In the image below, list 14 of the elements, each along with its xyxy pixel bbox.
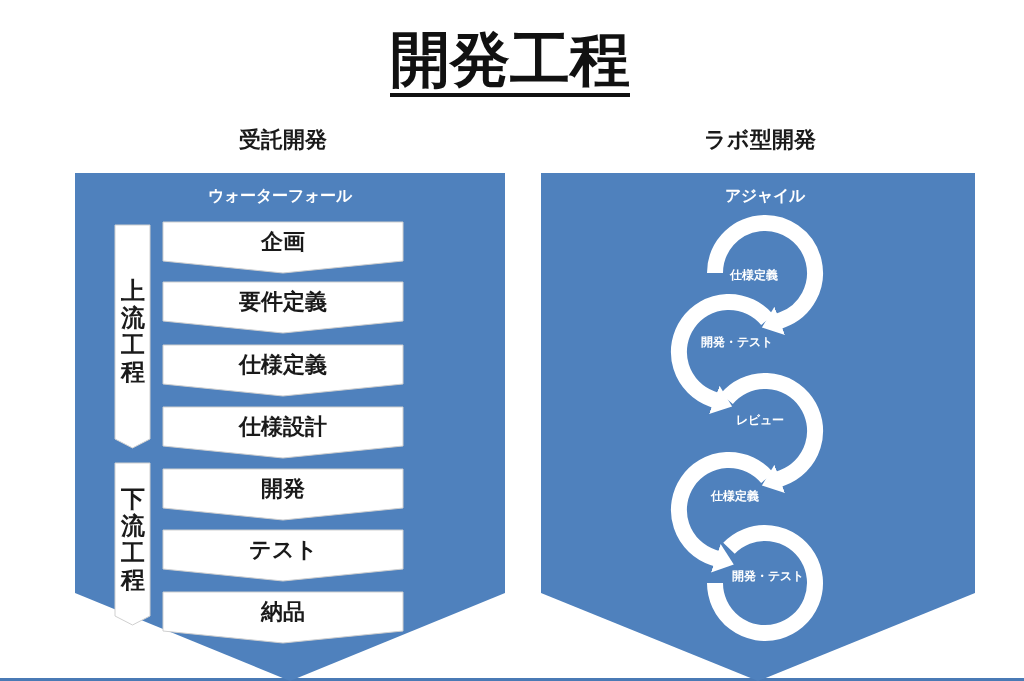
column-heading: ラボ型開発 — [704, 127, 816, 153]
curved-arrow — [671, 451, 774, 573]
cycle-label: 仕様定義 — [711, 488, 759, 504]
curved-arrow — [671, 293, 774, 414]
column-heading: 受託開発 — [239, 127, 327, 153]
title: 開発工程 — [390, 28, 630, 97]
curved-arrow — [720, 372, 823, 493]
cycle-label: 開発・テスト — [732, 568, 804, 584]
cycle-label: 仕様定義 — [730, 267, 778, 283]
panel-title: アジャイル — [725, 186, 805, 206]
panel-title: ウォーターフォール — [208, 186, 352, 206]
cycle-label: 開発・テスト — [701, 334, 773, 350]
chevron-box: 納品 — [163, 592, 403, 643]
cycle-label: レビュー — [736, 412, 784, 428]
